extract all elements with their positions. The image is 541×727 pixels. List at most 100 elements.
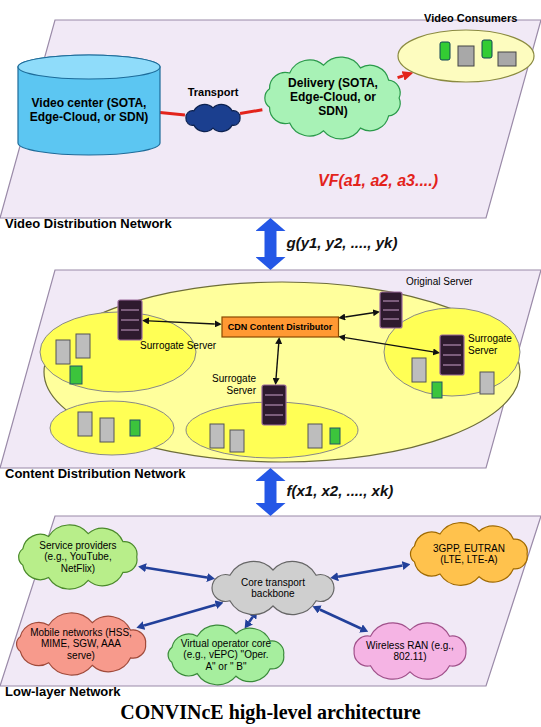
mobile-phone [432, 382, 442, 398]
server-slot [443, 365, 461, 366]
connector [265, 481, 277, 503]
server-rack [100, 418, 114, 442]
server-slot [121, 310, 139, 311]
server-rack [210, 424, 224, 448]
network-cloud: Service providers (e.g., YouTube, NetFli… [10, 524, 146, 590]
caption: CONVINcE high-level architecture [0, 701, 541, 724]
mobile-phone [70, 366, 82, 384]
server-icon-outline [118, 300, 142, 340]
consumers-ellipse-outline [398, 30, 534, 82]
server-slot [443, 355, 461, 356]
network-cloud-outline [168, 625, 284, 685]
connector [345, 338, 433, 352]
server-icon-outline [262, 385, 286, 425]
node-text: Virtual operator core (e.g., vEPC) "Oper… [178, 638, 273, 673]
consumers-ellipse: Video Consumers [398, 30, 534, 82]
server-icon-outline [380, 292, 402, 328]
server-icon-shape [440, 335, 464, 375]
connector [398, 76, 403, 78]
server-icon-shape [262, 385, 286, 425]
server-rack [480, 372, 494, 394]
node-text: 3GPP, EUTRAN (LTE, LTE-A) [421, 543, 517, 566]
server-rack [308, 424, 322, 448]
function-label: f(x1, x2, ...., xk) [287, 482, 394, 499]
network-cloud-outline [410, 523, 527, 586]
network-cloud: 3GPP, EUTRAN (LTE, LTE-A) [402, 522, 536, 586]
server-rack [76, 334, 90, 358]
delivery-cloud: Delivery (SOTA, Edge-Cloud, or SDN) [254, 52, 412, 144]
edge-cluster [50, 401, 174, 455]
video-center-outline [18, 55, 160, 155]
layer-band-outline [0, 20, 541, 218]
server-slot [443, 345, 461, 346]
network-cloud: Virtual operator core (e.g., vEPC) "Oper… [160, 625, 292, 685]
server-icon-shape [380, 292, 402, 328]
server-icon: Original Server [380, 292, 402, 328]
layer-band: Video Distribution Network Video center (… [0, 20, 541, 234]
network-cloud-outline [19, 525, 137, 589]
server-rack [230, 430, 244, 452]
backbone-cloud: Core transport backbone [205, 563, 341, 613]
server-slot [265, 405, 283, 406]
edge-cluster [384, 308, 520, 396]
label-holder: VF(a1, a2, a3....) [318, 172, 438, 190]
node-text: Service providers (e.g., YouTube, NetFli… [29, 540, 127, 575]
mobile-phone [482, 40, 492, 58]
video-center-outline [18, 55, 160, 79]
network-cloud: Wireless RAN (e.g., 802.11) [346, 622, 474, 680]
layer-band-outline [0, 516, 541, 686]
delivery-cloud-outline [265, 57, 400, 139]
edge-label-holder: g(y1, y2, ...., yk) [287, 234, 398, 251]
server-icon: Surrogate Server [262, 385, 286, 425]
node-text: Video center (SOTA, Edge-Cloud, or SDN) [28, 97, 150, 125]
mobile-phone [440, 42, 450, 60]
desktop-icon [458, 46, 474, 66]
connector [149, 321, 215, 324]
node-text: Original Server [406, 276, 496, 288]
node-text: Low-layer Network [5, 685, 121, 700]
laptop-icon [498, 52, 516, 66]
node-text: Wireless RAN (e.g., 802.11) [364, 640, 456, 663]
layer-band: Content Distribution Network CDN Content … [0, 270, 541, 484]
server-icon-shape [118, 300, 142, 340]
transport-cloud: Transport [182, 104, 244, 132]
server-icon-outline [440, 335, 464, 375]
function-label: VF(a1, a2, a3....) [318, 172, 438, 190]
connector [276, 344, 279, 378]
node-text: Mobile networks (HSS, MIME, SGW, AAA ser… [28, 627, 133, 662]
backbone-cloud-outline [212, 562, 334, 615]
transport-cloud-outline [186, 104, 240, 131]
connector [345, 313, 373, 317]
distributor-box-outline [222, 317, 339, 337]
function-label: g(y1, y2, ...., yk) [287, 234, 398, 251]
mobile-phone [330, 428, 340, 444]
server-icon: Surrogate Server [118, 300, 142, 340]
server-slot [265, 395, 283, 396]
node-text: Transport [178, 86, 248, 99]
node-text: Surrogate Server [186, 373, 256, 396]
node-text: Video Distribution Network [5, 217, 172, 232]
consumers-ellipse-shape [398, 30, 534, 82]
server-rack [412, 358, 426, 382]
server-rack [78, 412, 92, 436]
layer-band: Low-layer Network Core transport backbone… [0, 516, 541, 702]
server-slot [265, 415, 283, 416]
node-text: Core transport backbone [224, 577, 322, 600]
node-text: Video Consumers [424, 12, 532, 25]
server-slot [383, 301, 399, 302]
network-cloud-outline [354, 623, 466, 679]
node-text: Surrogate Server [468, 333, 528, 356]
network-cloud-outline [17, 613, 146, 675]
node-text: Surrogate Server [140, 340, 240, 352]
server-rack [56, 340, 70, 364]
layer-band-outline [0, 270, 541, 468]
server-slot [383, 319, 399, 320]
network-cloud: Mobile networks (HSS, MIME, SGW, AAA ser… [8, 614, 154, 674]
transport-cloud-shape [182, 104, 244, 132]
node-text: CDN Content Distributor [228, 322, 333, 332]
mobile-phone [130, 420, 140, 436]
node-text: Content Distribution Network [5, 467, 186, 482]
video-center: Video center (SOTA, Edge-Cloud, or SDN) [18, 55, 160, 155]
server-slot [383, 310, 399, 311]
